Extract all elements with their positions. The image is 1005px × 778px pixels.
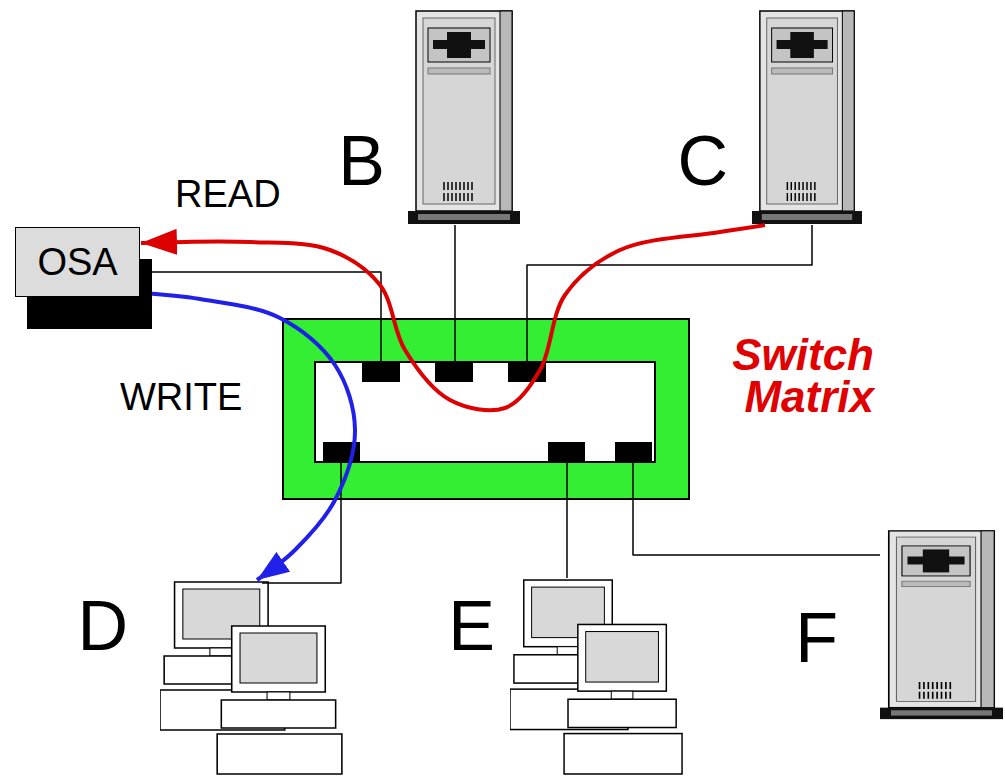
label-anchor: WRITE	[120, 378, 242, 416]
text-anchor: F	[795, 603, 838, 673]
switch-heading: Switch Matrix	[704, 334, 874, 418]
network-cable	[633, 500, 880, 555]
node-icon	[752, 11, 862, 224]
node-illustration	[282, 318, 690, 500]
workstation-node: E	[510, 578, 685, 775]
text-anchor: D	[77, 591, 128, 661]
switch-matrix: Switch Matrix	[282, 318, 690, 500]
node-icon	[880, 531, 1003, 719]
node-icon	[160, 582, 342, 774]
label-anchor: READ	[175, 175, 281, 213]
node-illustration	[752, 10, 862, 225]
node-letter: B	[338, 126, 385, 196]
node-illustration	[408, 10, 520, 225]
adapter-box: OSA	[15, 227, 140, 297]
text-anchor: E	[448, 591, 495, 661]
node-illustration	[160, 580, 345, 775]
text-anchor: B	[338, 126, 385, 196]
text-anchor: OSA	[16, 228, 139, 296]
server-node: F	[880, 530, 1003, 720]
node-letter: E	[448, 591, 495, 661]
network-cable	[454, 225, 456, 318]
text-anchor: Switch Matrix	[704, 334, 874, 418]
node-icon	[408, 11, 520, 224]
node-letter: C	[677, 126, 728, 196]
flow-label: READ	[175, 175, 281, 213]
node-letter: F	[795, 603, 838, 673]
node-illustration	[510, 578, 685, 775]
server-node: C	[752, 10, 862, 225]
node-letter: D	[77, 591, 128, 661]
flow-label: WRITE	[120, 378, 242, 416]
network-cable	[566, 500, 568, 578]
node-illustration	[880, 530, 1003, 720]
box-label: OSA	[37, 241, 117, 283]
server-node: B	[408, 10, 520, 225]
node-icon	[510, 580, 682, 774]
node-icon	[283, 318, 689, 500]
workstation-node: D	[160, 580, 345, 775]
text-anchor: C	[677, 126, 728, 196]
